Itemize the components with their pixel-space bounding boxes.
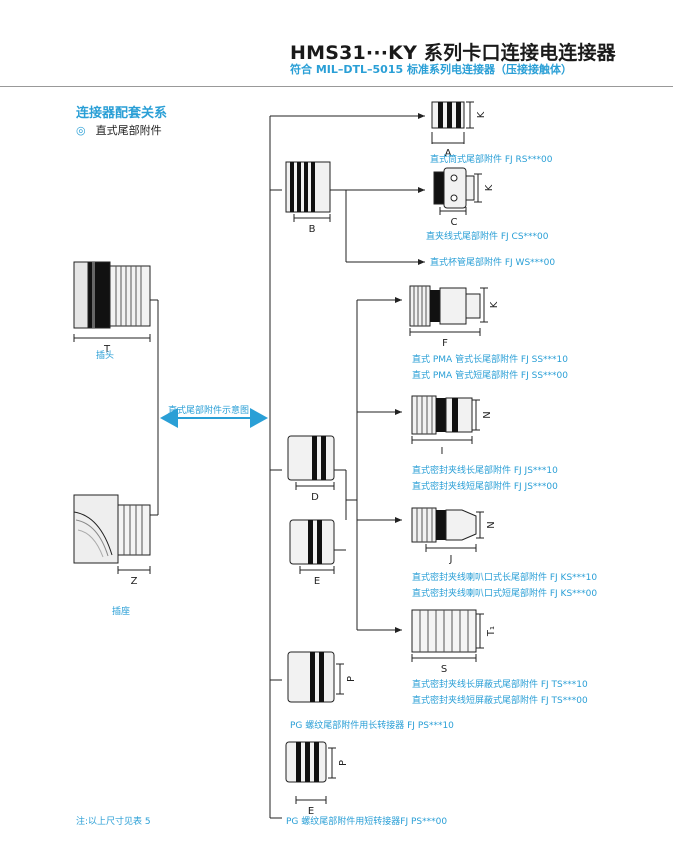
dim-B: B — [309, 224, 316, 235]
label-J-short: 直式密封夹线喇叭口式短尾部附件 FJ KS***00 — [412, 589, 598, 599]
page-title: HMS31···KY 系列卡口连接电连接器 — [290, 42, 616, 64]
section-subtitle: ◎ 直式尾部附件 — [76, 122, 162, 138]
plug-label: 插头 — [96, 351, 115, 361]
label-PG-long: PG 螺纹尾部附件用长转接器 FJ PS***10 — [290, 721, 454, 731]
part-A-drawing — [431, 101, 474, 144]
footer-note: 注:以上尺寸见表 5 — [76, 817, 151, 827]
part-S-drawing — [411, 609, 484, 662]
side-I: N — [482, 411, 493, 418]
dim-S: S — [441, 664, 447, 675]
dim-F: F — [442, 338, 448, 349]
section-title: 连接器配套关系 — [76, 106, 168, 121]
dim-I: I — [441, 446, 444, 457]
dim-E: E — [314, 576, 320, 587]
label-A: 直式筒式尾部附件 FJ RS***00 — [430, 155, 553, 165]
part-E-drawing — [289, 519, 335, 574]
receptacle-label: 插座 — [112, 607, 131, 617]
dim-A: A — [445, 148, 452, 159]
part-PG-short-drawing — [285, 741, 336, 804]
side-C: K — [484, 184, 495, 191]
side-A: K — [476, 111, 487, 118]
side-PG-short: P — [338, 760, 349, 766]
label-S-long: 直式密封夹线长屏蔽式尾部附件 FJ TS***10 — [412, 680, 588, 690]
dim-D: D — [311, 492, 319, 503]
part-B-drawing — [285, 161, 331, 222]
dim-E-short: E — [308, 806, 314, 817]
dim-J: J — [449, 554, 453, 565]
dim-Z: Z — [131, 576, 138, 587]
part-J-drawing — [411, 507, 484, 552]
receptacle-drawing — [73, 494, 151, 574]
plug-drawing — [73, 261, 151, 342]
section-subtitle-text: 直式尾部附件 — [95, 124, 162, 137]
label-F-long: 直式 PMA 管式长尾部附件 FJ SS***10 — [412, 355, 569, 365]
side-PG-long: P — [346, 676, 357, 682]
side-F: K — [489, 301, 500, 308]
part-C-drawing — [433, 167, 482, 215]
bullet-circle-icon: ◎ — [76, 124, 86, 137]
page-subtitle: 符合 MIL–DTL–5015 标准系列电连接器（压接接触体） — [290, 63, 572, 76]
header-divider — [0, 86, 673, 87]
side-S: T₁ — [486, 626, 497, 637]
dim-C: C — [451, 217, 458, 228]
tail-accessory-label: 直式尾部附件示意图 — [168, 406, 250, 416]
label-J-long: 直式密封夹线喇叭口式长尾部附件 FJ KS***10 — [412, 573, 598, 583]
part-D-drawing — [287, 435, 335, 490]
label-PG-short: PG 螺纹尾部附件用短转接器FJ PS***00 — [286, 817, 448, 827]
label-I-long: 直式密封夹线长尾部附件 FJ JS***10 — [412, 466, 558, 476]
label-C: 直夹线式尾部附件 FJ CS***00 — [426, 232, 549, 242]
side-J: N — [486, 521, 497, 528]
label-I-short: 直式密封夹线短尾部附件 FJ JS***00 — [412, 482, 558, 492]
label-F-short: 直式 PMA 管式短尾部附件 FJ SS***00 — [412, 371, 569, 381]
part-PG-long-drawing — [287, 651, 344, 703]
part-I-drawing — [411, 395, 480, 444]
label-WS: 直式杯管尾部附件 FJ WS***00 — [430, 258, 556, 268]
dim-T: T — [103, 344, 111, 355]
part-F-drawing — [409, 285, 488, 336]
label-S-short: 直式密封夹线短屏蔽式尾部附件 FJ TS***00 — [412, 696, 588, 706]
